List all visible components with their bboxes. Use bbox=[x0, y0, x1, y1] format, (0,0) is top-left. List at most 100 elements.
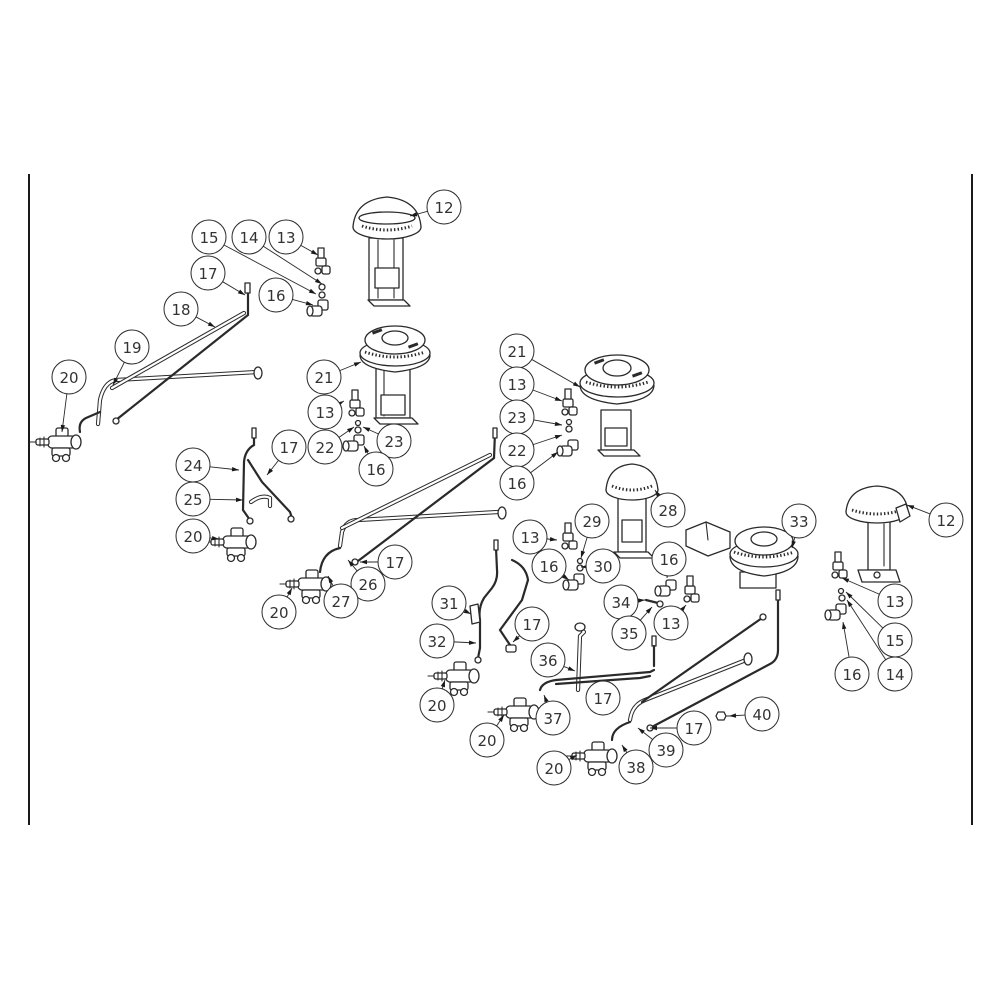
callout-number: 34 bbox=[611, 594, 630, 612]
callout-number: 23 bbox=[507, 409, 526, 427]
burner-cap-28 bbox=[605, 463, 659, 559]
callout-balloon bbox=[744, 696, 780, 732]
callout-number: 13 bbox=[661, 615, 680, 633]
callout-17: 17 bbox=[650, 710, 712, 746]
leader-arrow-icon bbox=[235, 497, 243, 503]
callout-balloon bbox=[650, 492, 686, 528]
callout-number: 15 bbox=[885, 632, 904, 650]
gas-valve-20-a bbox=[29, 427, 82, 463]
leader-arrow-icon bbox=[637, 598, 645, 603]
leader-arrow-icon bbox=[440, 680, 445, 688]
callout-balloon bbox=[530, 642, 566, 678]
callout-15: 15 bbox=[845, 591, 913, 658]
callout-number: 17 bbox=[684, 720, 703, 738]
callout-13: 13 bbox=[499, 366, 563, 402]
leader-line bbox=[845, 591, 884, 629]
callout-23: 23 bbox=[499, 399, 563, 435]
leader-arrow-icon bbox=[907, 505, 915, 510]
callout-20: 20 bbox=[51, 359, 87, 433]
gas-pipe-set-26-27 bbox=[318, 427, 507, 574]
leader-arrow-icon bbox=[554, 435, 562, 440]
callout-19: 19 bbox=[112, 329, 150, 386]
callout-36: 36 bbox=[530, 642, 576, 678]
callout-21: 21 bbox=[306, 359, 362, 395]
callout-number: 20 bbox=[544, 760, 563, 778]
burner-21-left bbox=[359, 325, 431, 425]
callout-balloon bbox=[51, 359, 87, 395]
callout-balloon bbox=[231, 219, 267, 255]
fitting-cluster-21-right bbox=[556, 388, 579, 457]
callout-number: 13 bbox=[885, 593, 904, 611]
gas-pipe-set-38-39 bbox=[610, 589, 781, 742]
callout-number: 39 bbox=[656, 742, 675, 760]
callout-39: 39 bbox=[637, 727, 684, 768]
callout-balloon bbox=[512, 519, 548, 555]
callout-balloon bbox=[585, 680, 621, 716]
callout-balloon bbox=[191, 219, 227, 255]
callout-balloon bbox=[531, 548, 567, 584]
callout-balloon bbox=[877, 583, 913, 619]
callout-balloon bbox=[175, 481, 211, 517]
callout-22: 22 bbox=[499, 432, 563, 468]
leader-line bbox=[263, 245, 323, 285]
gas-pipe-set-36-37 bbox=[538, 622, 657, 693]
callout-balloon bbox=[350, 566, 386, 602]
callout-17: 17 bbox=[266, 429, 307, 476]
callout-13: 13 bbox=[512, 519, 558, 555]
callout-balloon bbox=[618, 749, 654, 785]
leader-arrow-icon bbox=[846, 592, 853, 599]
leader-arrow-icon bbox=[650, 725, 657, 731]
callout-number: 30 bbox=[593, 558, 612, 576]
callout-balloon bbox=[781, 503, 817, 539]
callout-20: 20 bbox=[419, 679, 455, 723]
callout-balloon bbox=[190, 255, 226, 291]
callout-29: 29 bbox=[574, 503, 610, 559]
callout-16: 16 bbox=[531, 548, 570, 584]
callout-number: 27 bbox=[331, 593, 350, 611]
leader-arrow-icon bbox=[498, 715, 504, 723]
callout-number: 40 bbox=[752, 706, 771, 724]
leader-arrow-icon bbox=[729, 713, 737, 718]
leader-arrow-icon bbox=[791, 540, 796, 548]
callout-balloon bbox=[114, 329, 150, 365]
leader-arrow-icon bbox=[842, 622, 847, 630]
callout-number: 36 bbox=[538, 652, 557, 670]
callout-balloon bbox=[261, 594, 297, 630]
callout-number: 14 bbox=[885, 666, 904, 684]
callout-13: 13 bbox=[268, 219, 319, 256]
callout-balloon bbox=[585, 548, 621, 584]
gas-pipe-set-left bbox=[78, 282, 263, 434]
fitting-cluster-33 bbox=[644, 575, 700, 608]
callout-38: 38 bbox=[618, 744, 654, 785]
leader-arrow-icon bbox=[267, 468, 274, 475]
callout-number: 16 bbox=[842, 666, 861, 684]
callout-number: 23 bbox=[384, 433, 403, 451]
callout-number: 20 bbox=[59, 369, 78, 387]
leader-arrow-icon bbox=[572, 381, 580, 387]
callout-number: 19 bbox=[122, 339, 141, 357]
callout-15: 15 bbox=[191, 219, 317, 295]
callout-23: 23 bbox=[362, 423, 412, 459]
callout-number: 26 bbox=[358, 576, 377, 594]
leader-arrow-icon bbox=[847, 600, 853, 608]
callout-21: 21 bbox=[499, 333, 581, 388]
callout-17: 17 bbox=[585, 679, 621, 716]
leader-arrow-icon bbox=[346, 427, 354, 433]
callout-13: 13 bbox=[307, 394, 345, 430]
callout-balloon bbox=[877, 656, 913, 692]
leader-arrow-icon bbox=[638, 728, 645, 735]
callout-number: 28 bbox=[658, 502, 677, 520]
callout-balloon bbox=[163, 291, 199, 327]
callout-number: 13 bbox=[520, 529, 539, 547]
callout-number: 14 bbox=[239, 229, 258, 247]
leader-arrow-icon bbox=[463, 608, 471, 614]
callout-number: 12 bbox=[936, 512, 955, 530]
callout-number: 16 bbox=[366, 461, 385, 479]
callout-37: 37 bbox=[535, 694, 571, 736]
callout-20: 20 bbox=[469, 714, 505, 758]
callout-balloon bbox=[469, 722, 505, 758]
callout-number: 33 bbox=[789, 513, 808, 531]
callout-balloon bbox=[376, 423, 412, 459]
callout-number: 38 bbox=[626, 759, 645, 777]
